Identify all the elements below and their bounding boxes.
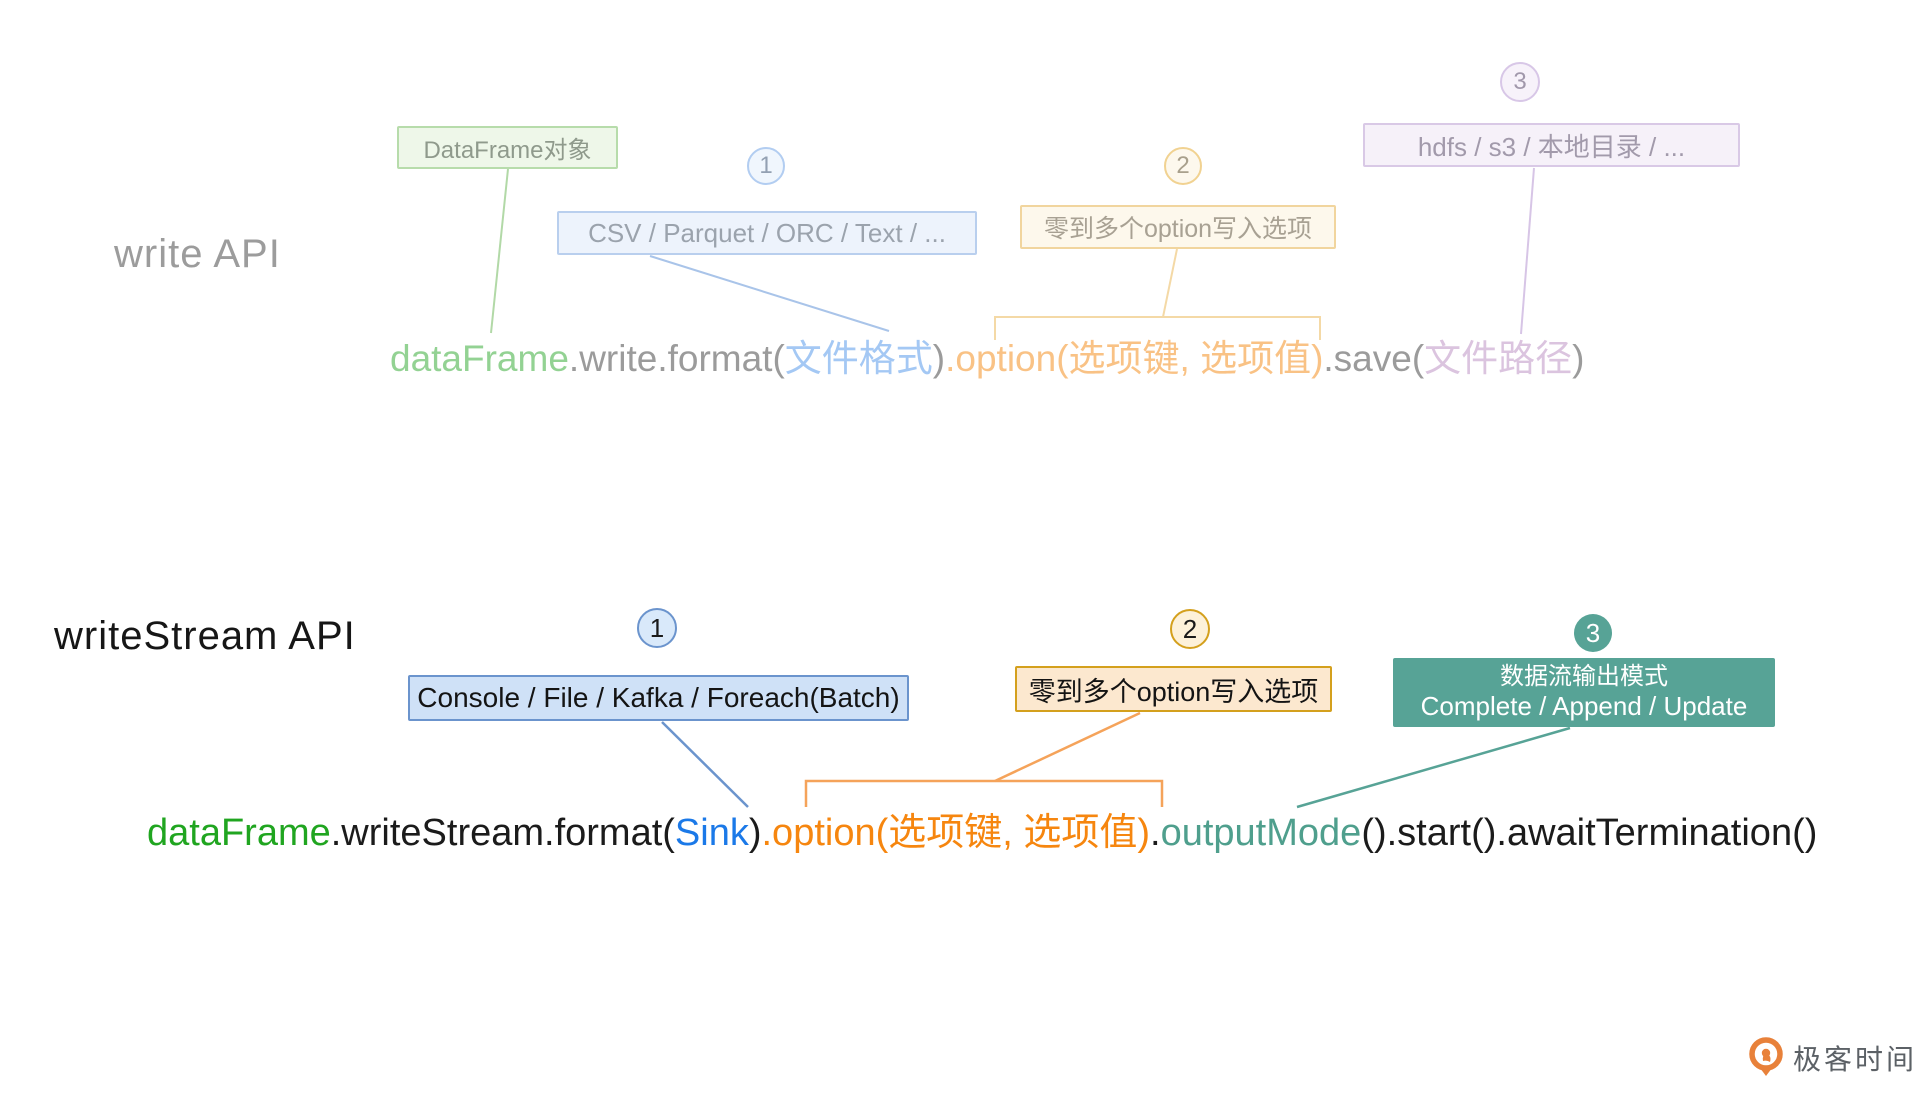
callout-stream-options-label: 零到多个option写入选项	[1028, 676, 1319, 707]
code-token: outputMode	[1160, 812, 1362, 854]
connector-dataframe-line	[490, 168, 509, 334]
writestream-api-title: writeStream API	[54, 614, 356, 658]
code-token: .writeStream.format(	[330, 812, 675, 854]
geektime-logo-text: 极客时间	[1793, 1044, 1918, 1075]
callout-file-formats-label: CSV / Parquet / ORC / Text / ...	[588, 217, 946, 248]
code-token: )	[1572, 338, 1585, 379]
callout-dataframe-object-label: DataFrame对象	[423, 137, 592, 164]
badge-3-stream: 3	[1574, 614, 1612, 652]
badge-2-write: 2	[1164, 147, 1202, 185]
code-token: )	[748, 812, 762, 854]
code-token: 文件格式	[784, 338, 933, 379]
callout-write-options: 零到多个option写入选项	[1020, 205, 1336, 249]
connector-save-line	[1520, 167, 1535, 335]
callout-output-mode-title: 数据流输出模式	[1500, 662, 1668, 690]
write-api-title: write API	[114, 232, 281, 276]
connector-format-line	[649, 255, 890, 332]
connector-option-stem-top	[1162, 248, 1178, 318]
callout-dataframe-object: DataFrame对象	[397, 126, 618, 169]
callout-sink-types: Console / File / Kafka / Foreach(Batch)	[408, 675, 909, 721]
code-token: 文件路径	[1424, 338, 1573, 379]
writestream-api-code: dataFrame.writeStream.format(Sink).optio…	[147, 810, 1817, 858]
code-token: Sink	[674, 812, 749, 854]
write-api-code: dataFrame.write.format(文件格式).option(选项键,…	[390, 336, 1585, 382]
code-token: ().start().awaitTermination()	[1361, 812, 1818, 854]
badge-2-stream: 2	[1170, 609, 1210, 649]
badge-1-stream: 1	[637, 608, 677, 648]
callout-output-mode-values: Complete / Append / Update	[1420, 691, 1748, 722]
geektime-logo-icon	[1749, 1037, 1783, 1076]
code-token: .option(选项键, 选项值)	[945, 338, 1324, 379]
geektime-logo: 极客时间	[1748, 1036, 1917, 1080]
connector-option-stem-bottom	[994, 711, 1141, 783]
callout-write-options-label: 零到多个option写入选项	[1043, 215, 1313, 243]
callout-file-formats: CSV / Parquet / ORC / Text / ...	[557, 211, 977, 255]
connector-outputmode-line	[1296, 726, 1571, 809]
badge-1-write: 1	[747, 147, 785, 185]
code-token: .	[1150, 812, 1161, 854]
code-token: .option(选项键, 选项值)	[761, 812, 1151, 854]
code-token: dataFrame	[390, 338, 569, 379]
code-token: .write.format(	[568, 338, 785, 379]
callout-save-paths-label: hdfs / s3 / 本地目录 / ...	[1417, 131, 1686, 162]
callout-sink-types-label: Console / File / Kafka / Foreach(Batch)	[417, 682, 900, 713]
callout-stream-options: 零到多个option写入选项	[1015, 666, 1332, 712]
callout-output-mode: 数据流输出模式 Complete / Append / Update	[1393, 658, 1775, 727]
callout-save-paths: hdfs / s3 / 本地目录 / ...	[1363, 123, 1740, 167]
connector-option-bracket-bottom	[804, 779, 1164, 807]
connector-sink-line	[661, 721, 749, 808]
code-token: )	[932, 338, 946, 379]
code-token: .save(	[1323, 338, 1425, 379]
badge-3-write: 3	[1500, 62, 1540, 102]
code-token: dataFrame	[147, 812, 331, 854]
